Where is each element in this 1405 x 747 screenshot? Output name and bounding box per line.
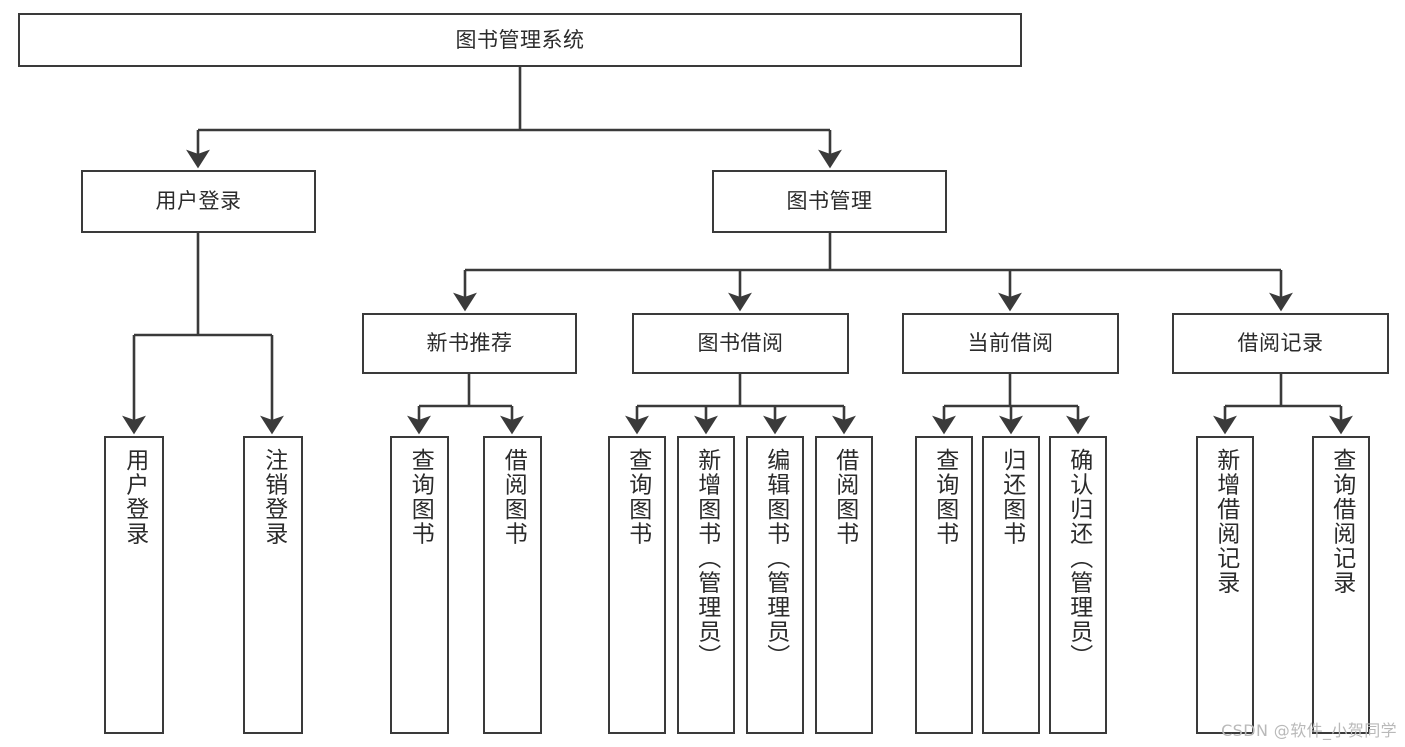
node-label: 查询图书 [407,448,434,546]
node-label: 当前借阅 [967,331,1054,356]
node-label: 新增图书（管理员） [693,448,720,669]
node-user-login[interactable]: 用户登录 [81,170,316,233]
node-root-library-system[interactable]: 图书管理系统 [18,13,1022,67]
leaf-return-book[interactable]: 归还图书 [982,436,1040,734]
node-label: 注销登录 [260,448,287,546]
watermark-text: CSDN @软件_小贺同学 [1221,721,1397,740]
node-label: 借阅记录 [1237,331,1324,356]
node-label: 用户登录 [155,189,242,214]
leaf-user-login[interactable]: 用户登录 [104,436,164,734]
node-label: 借阅图书 [831,448,858,546]
node-label: 借阅图书 [500,448,527,546]
node-label: 确认归还（管理员） [1065,448,1092,669]
node-new-book-recommend[interactable]: 新书推荐 [362,313,577,374]
leaf-edit-book-admin[interactable]: 编辑图书（管理员） [746,436,804,734]
node-label: 查询图书 [624,448,651,546]
node-label: 新增借阅记录 [1212,448,1239,595]
leaf-query-borrow-record[interactable]: 查询借阅记录 [1312,436,1370,734]
leaf-logout-login[interactable]: 注销登录 [243,436,303,734]
node-label: 图书借阅 [697,331,784,356]
node-label: 用户登录 [121,448,148,546]
leaf-query-book-borrow[interactable]: 查询图书 [608,436,666,734]
node-label: 查询借阅记录 [1328,448,1355,595]
leaf-add-borrow-record[interactable]: 新增借阅记录 [1196,436,1254,734]
node-label: 新书推荐 [426,331,513,356]
node-label: 编辑图书（管理员） [762,448,789,669]
leaf-add-book-admin[interactable]: 新增图书（管理员） [677,436,735,734]
leaf-query-book-recommend[interactable]: 查询图书 [390,436,449,734]
node-book-manage[interactable]: 图书管理 [712,170,947,233]
node-borrow-record[interactable]: 借阅记录 [1172,313,1389,374]
node-label: 图书管理系统 [455,27,585,52]
node-label: 归还图书 [998,448,1025,546]
node-current-borrow[interactable]: 当前借阅 [902,313,1119,374]
node-label: 图书管理 [786,189,873,214]
leaf-query-book-current[interactable]: 查询图书 [915,436,973,734]
leaf-borrow-book-recommend[interactable]: 借阅图书 [483,436,542,734]
node-label: 查询图书 [931,448,958,546]
leaf-borrow-book[interactable]: 借阅图书 [815,436,873,734]
leaf-confirm-return-admin[interactable]: 确认归还（管理员） [1049,436,1107,734]
node-book-borrow[interactable]: 图书借阅 [632,313,849,374]
